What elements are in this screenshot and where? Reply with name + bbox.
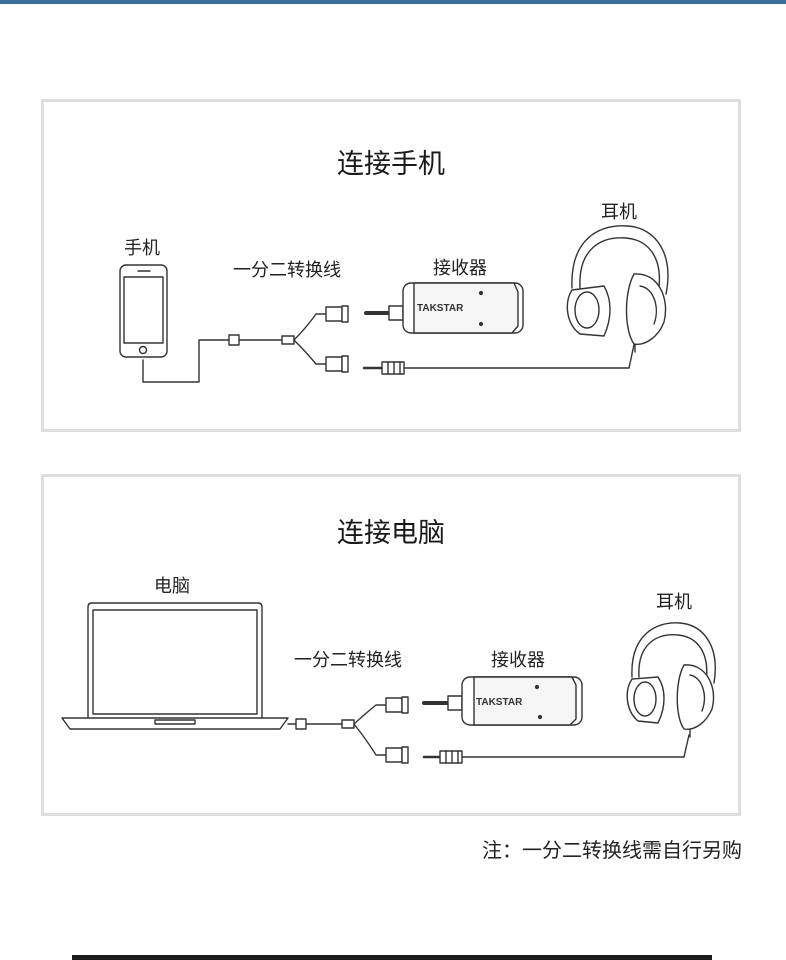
computer-label: 电脑 (154, 576, 190, 597)
panel-title: 连接电脑 (337, 518, 445, 549)
purchase-note: 注：一分二转换线需自行另购 (482, 838, 742, 862)
headphones-label: 耳机 (601, 202, 637, 223)
receiver-audio-cable (422, 734, 690, 764)
computer-connection-diagram: TAKSTAR (61, 602, 716, 764)
phone-label: 手机 (124, 238, 160, 259)
phone-icon (119, 264, 168, 358)
receiver-label: 接收器 (491, 650, 545, 671)
top-accent-bar (0, 0, 786, 4)
bottom-image-edge (72, 955, 712, 960)
headphones-label: 耳机 (656, 592, 692, 613)
receiver-device (364, 282, 524, 334)
headphones-icon (626, 622, 716, 738)
phone-connection-diagram: TAKSTAR (119, 225, 669, 383)
receiver-label: 接收器 (433, 258, 487, 279)
phone-cable (142, 339, 223, 383)
cable-label: 一分二转换线 (233, 260, 341, 281)
headphones-icon (566, 225, 669, 353)
receiver-audio-cable (362, 339, 636, 375)
panel-phone-connection: 连接手机 手机 一分二转换线 接收器 耳机 (41, 99, 741, 432)
cable-label: 一分二转换线 (294, 650, 402, 671)
panel-title: 连接手机 (337, 149, 445, 180)
laptop-icon (61, 602, 289, 730)
splitter-cable (221, 305, 349, 373)
receiver-brand-text: TAKSTAR (476, 697, 523, 708)
receiver-brand-text: TAKSTAR (417, 303, 464, 314)
panel-computer-connection: 连接电脑 电脑 一分二转换线 接收器 耳机 (41, 474, 741, 816)
receiver-device (422, 676, 583, 726)
splitter-cable (287, 696, 409, 764)
